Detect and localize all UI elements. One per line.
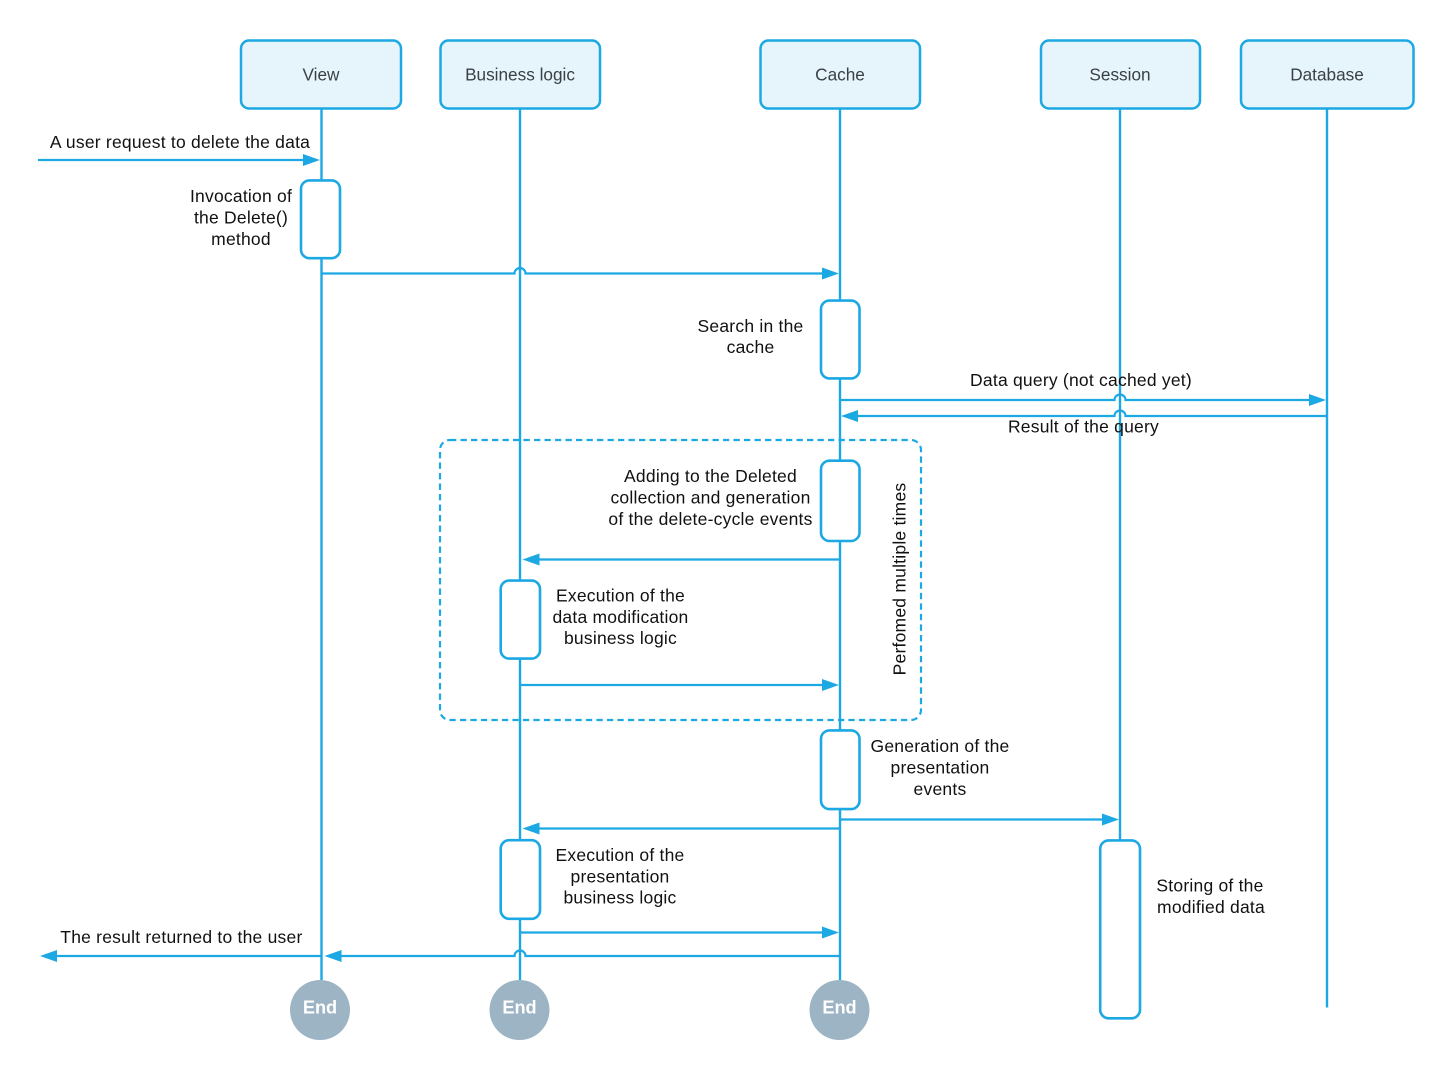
svg-text:End: End: [502, 998, 536, 1018]
svg-text:The result returned to the use: The result returned to the user: [60, 927, 302, 947]
svg-text:Business logic: Business logic: [465, 65, 575, 85]
svg-text:Perfomed multiple times: Perfomed multiple times: [890, 483, 910, 676]
svg-text:End: End: [822, 998, 856, 1018]
svg-text:End: End: [303, 998, 337, 1018]
svg-text:Cache: Cache: [815, 65, 865, 85]
svg-text:Result of the query: Result of the query: [1008, 417, 1159, 437]
svg-text:Data query (not cached yet): Data query (not cached yet): [970, 370, 1192, 390]
svg-text:View: View: [303, 65, 341, 85]
svg-text:A user request to delete the d: A user request to delete the data: [50, 132, 310, 152]
svg-text:Database: Database: [1290, 65, 1364, 85]
svg-text:Session: Session: [1089, 65, 1150, 85]
